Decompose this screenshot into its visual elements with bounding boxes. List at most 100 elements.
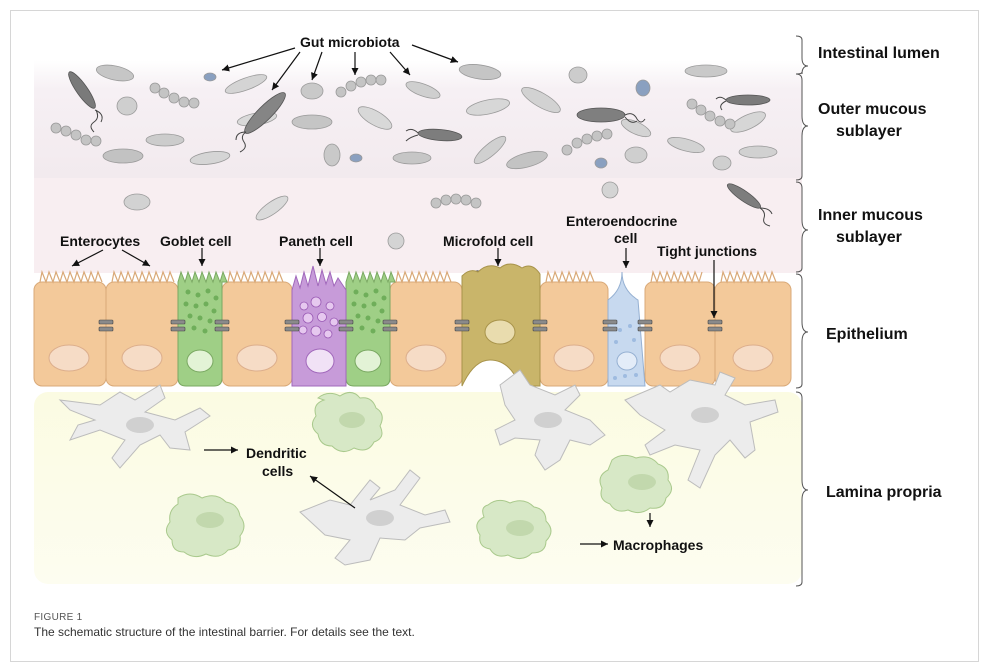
bacterium [145, 133, 185, 147]
inner-mucous-label: Inner mucous [818, 207, 923, 224]
layer-braces [795, 35, 809, 587]
inner-mucous-label-2: sublayer [836, 229, 902, 246]
bacterium [738, 145, 778, 159]
dendritic-cells-label-2: cells [262, 463, 293, 479]
bacterium-chain [335, 74, 387, 98]
flagellated-bacterium [405, 128, 463, 142]
bacterium [594, 157, 608, 169]
bacterium-chain [149, 82, 200, 109]
bacterium [684, 64, 728, 78]
bacterium [224, 74, 268, 94]
nucleus [659, 344, 701, 372]
bacterium [291, 114, 333, 130]
inner-mucous-layer [34, 178, 802, 273]
bacterium [458, 64, 502, 80]
nucleus [48, 344, 90, 372]
nucleus [616, 351, 638, 371]
flagellated-bacterium [576, 107, 646, 123]
bacterium [730, 111, 766, 133]
lamina-propria-label: Lamina propria [826, 484, 942, 501]
bacterium [357, 106, 393, 130]
nucleus [732, 344, 774, 372]
bacterium [405, 81, 441, 99]
brace-inner [795, 181, 809, 273]
tight-junctions [98, 319, 723, 332]
bacterium [712, 155, 732, 171]
nucleus [121, 344, 163, 372]
figure-caption: The schematic structure of the intestina… [34, 625, 415, 639]
nucleus [405, 344, 447, 372]
arrow [121, 249, 151, 267]
brace-lamina [795, 391, 809, 587]
nucleus [553, 344, 595, 372]
brace-lumen [795, 35, 809, 75]
brace-epithelium [795, 273, 809, 389]
epithelium-label: Epithelium [826, 326, 908, 343]
bacterium [116, 96, 138, 116]
bacterium [387, 232, 405, 250]
bacterium [189, 151, 231, 165]
arrow [271, 51, 301, 91]
arrow [389, 51, 411, 76]
bacterium [624, 146, 648, 164]
dendritic-cell [624, 371, 779, 489]
nucleus [354, 349, 382, 373]
microfold-cell-label: Microfold cell [443, 233, 533, 249]
annotation-arrows [71, 44, 718, 548]
dendritic-cells [58, 369, 779, 566]
bacterium-chain [686, 98, 736, 130]
intestinal-lumen-label: Intestinal lumen [818, 45, 940, 62]
bacterium [95, 64, 135, 82]
bacterium-chain [430, 193, 482, 209]
arrow [411, 44, 459, 63]
bacterium [667, 136, 705, 154]
nucleus [305, 348, 335, 374]
bacterium [123, 193, 151, 211]
bacterium [601, 181, 619, 199]
nucleus [186, 349, 214, 373]
macrophages-group [166, 392, 672, 559]
outer-mucous-label-2: sublayer [836, 123, 902, 140]
enteroendocrine-cell [607, 271, 646, 387]
gut-microbiota-label: Gut microbiota [300, 34, 400, 50]
brace-outer [795, 73, 809, 181]
paneth-cell [291, 265, 347, 387]
bacterium [203, 72, 217, 82]
bacterium [102, 148, 144, 164]
enterocytes-label: Enterocytes [60, 233, 140, 249]
bacterium [392, 151, 432, 165]
bacterium [568, 66, 588, 84]
flagellated-bacterium [68, 71, 103, 133]
microfold-cell [461, 263, 541, 387]
enteroendocrine-label-2: cell [614, 230, 637, 246]
epithelium-cells [33, 263, 792, 387]
bacterium-chain [561, 128, 613, 156]
bacterium [323, 143, 341, 167]
nucleus [484, 319, 516, 345]
nucleus [236, 344, 278, 372]
goblet-cell-label: Goblet cell [160, 233, 232, 249]
flagellated-bacterium [726, 183, 773, 227]
outer-mucous-label: Outer mucous [818, 101, 927, 118]
tight-junctions-label: Tight junctions [657, 243, 757, 259]
bacterium [506, 150, 548, 170]
bacterium [473, 135, 507, 165]
goblet-cell [345, 270, 396, 387]
arrow [311, 51, 323, 81]
arrow [221, 47, 296, 72]
macrophages-label: Macrophages [613, 537, 703, 553]
bacterium-chain [50, 122, 102, 147]
bacterium [620, 118, 652, 138]
flagellated-bacterium [715, 94, 771, 111]
bacterium [349, 153, 363, 163]
bacterium [521, 87, 561, 113]
goblet-cell [177, 270, 228, 387]
bacterium [466, 98, 510, 116]
arrow [309, 475, 356, 509]
bacterium [635, 79, 651, 97]
bacterium [300, 82, 324, 100]
enteroendocrine-label: Enteroendocrine [566, 213, 677, 229]
figure-label: FIGURE 1 [34, 612, 83, 623]
dendritic-cells-label: Dendritic [246, 445, 307, 461]
